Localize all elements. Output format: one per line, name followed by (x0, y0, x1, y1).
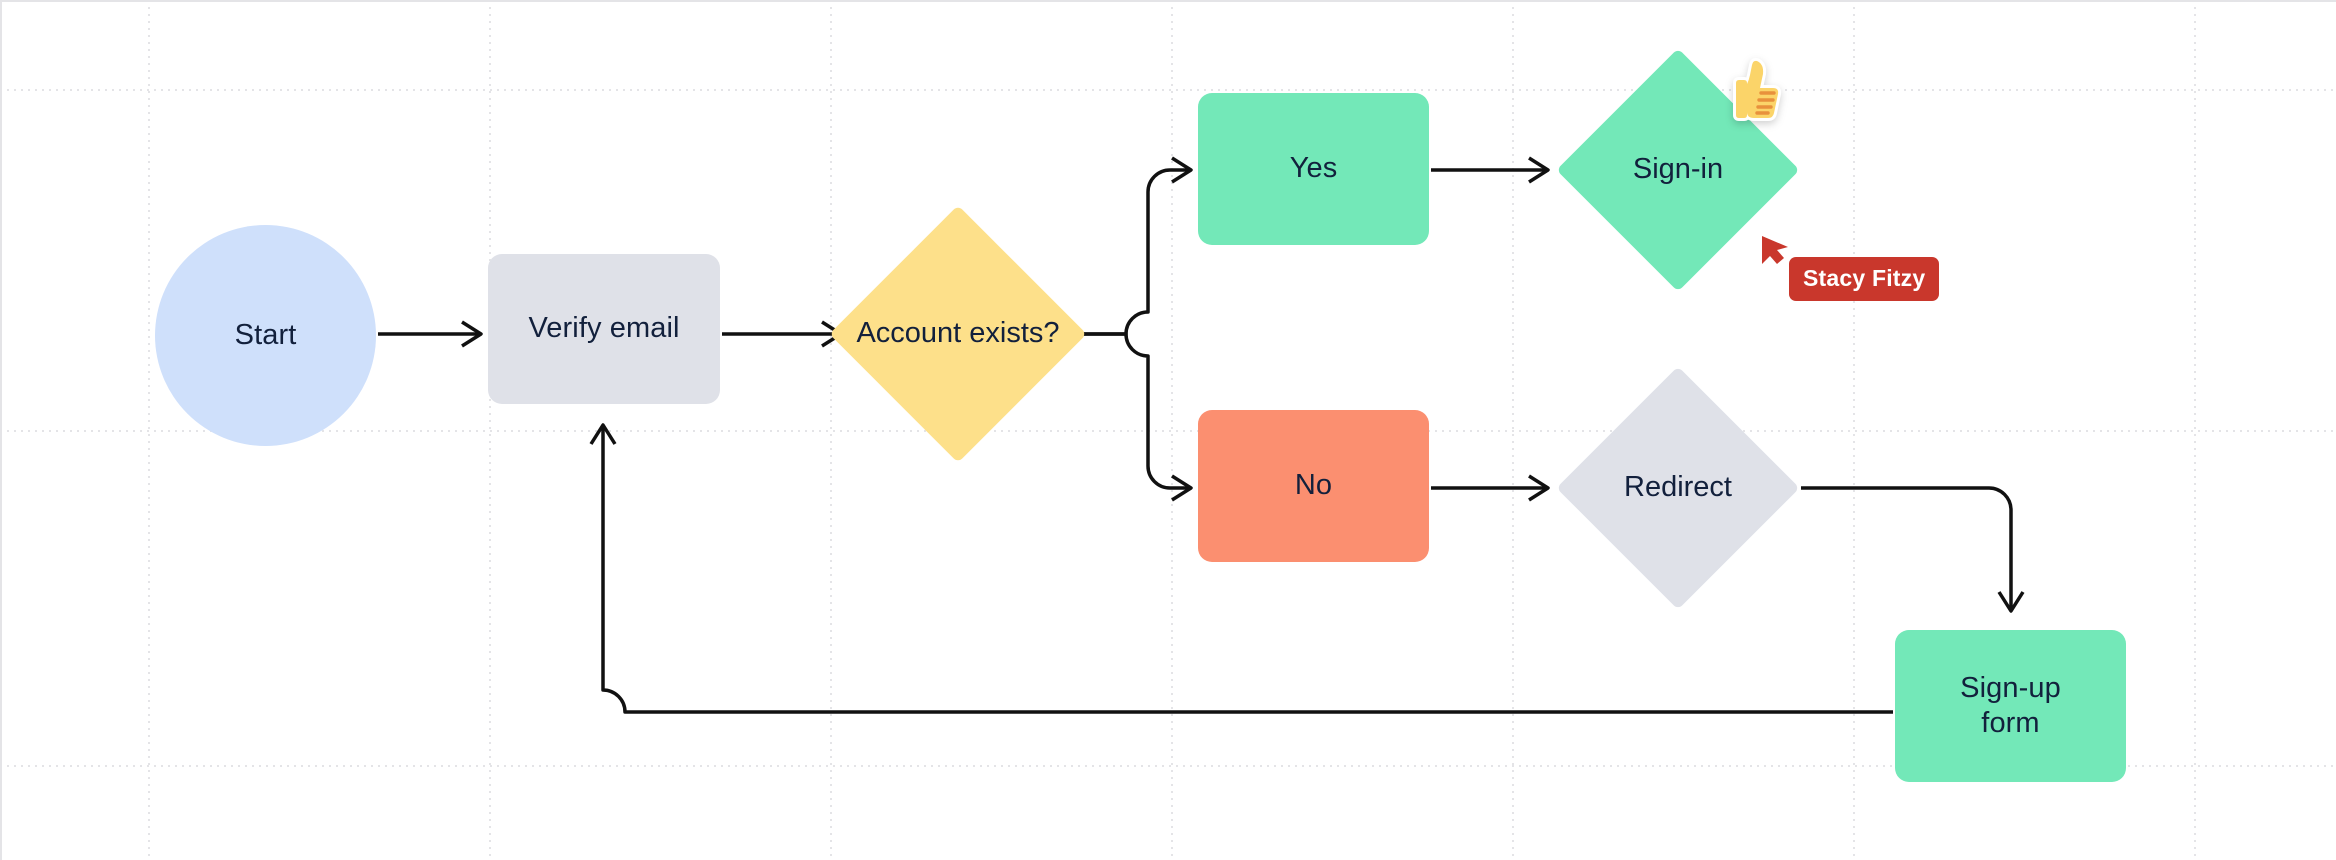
edge-verify-to-decision (722, 320, 843, 348)
node-sign-up-form-label: Sign-up form (1960, 671, 2061, 742)
node-redirect-label: Redirect (1624, 471, 1732, 504)
node-account-exists[interactable]: Account exists? (829, 205, 1087, 463)
node-verify-email-label: Verify email (528, 312, 680, 345)
node-no[interactable]: No (1198, 410, 1429, 562)
node-sign-up-form-label-line2: form (1981, 707, 2040, 739)
edge-no-to-redirect (1431, 474, 1550, 502)
edge-decision-to-no (1078, 332, 1193, 502)
node-redirect[interactable]: Redirect (1556, 366, 1800, 610)
node-yes[interactable]: Yes (1198, 93, 1429, 245)
node-sign-up-form[interactable]: Sign-up form (1895, 630, 2126, 782)
grid-line-horizontal (0, 765, 2336, 767)
remote-cursor-name-label: Stacy Fitzy (1789, 257, 1940, 301)
edge-yes-to-signin (1431, 156, 1550, 184)
node-account-exists-label: Account exists? (856, 317, 1060, 350)
edge-decision-to-yes (1078, 156, 1193, 336)
remote-cursor-pointer-icon (1760, 234, 1790, 268)
node-sign-up-form-label-line1: Sign-up (1960, 671, 2061, 704)
node-sign-in-label: Sign-in (1632, 153, 1724, 186)
grid-line-horizontal (0, 89, 2336, 91)
node-start-label: Start (234, 318, 297, 351)
node-no-label: No (1294, 469, 1333, 502)
node-verify-email[interactable]: Verify email (488, 254, 720, 404)
node-sign-in[interactable]: Sign-in (1556, 48, 1800, 292)
node-start[interactable]: Start (155, 225, 376, 446)
node-yes-label: Yes (1289, 152, 1338, 185)
edge-redirect-to-signup (1801, 486, 2025, 613)
edge-start-to-verify (378, 320, 483, 348)
grid-line-horizontal (0, 430, 2336, 432)
thumbs-up-icon[interactable] (1714, 52, 1786, 124)
